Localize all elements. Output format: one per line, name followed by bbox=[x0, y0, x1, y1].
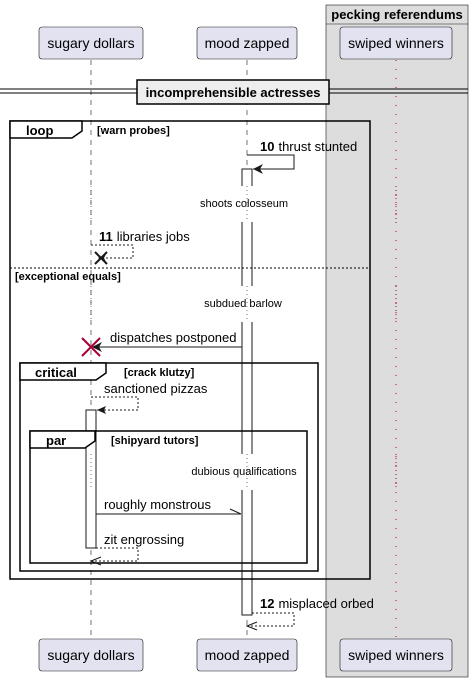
critical-frame: critical [crack klutzy] bbox=[19, 362, 319, 572]
participant-label: mood zapped bbox=[205, 647, 290, 663]
frame-guard: [shipyard tutors] bbox=[111, 435, 199, 447]
message-label: dispatches postponed bbox=[110, 330, 236, 345]
message-roughly-monstrous: roughly monstrous bbox=[96, 497, 242, 515]
frame-guard: [crack klutzy] bbox=[124, 367, 195, 379]
participant-swiped-winners-bottom[interactable]: swiped winners bbox=[339, 638, 453, 672]
message-zit-engrossing: zit engrossing bbox=[89, 532, 184, 566]
participant-label: swiped winners bbox=[348, 647, 444, 663]
message-label: sanctioned pizzas bbox=[104, 381, 208, 396]
participant-group: pecking referendums bbox=[325, 4, 469, 678]
arrow-head bbox=[253, 164, 263, 174]
participant-swiped-winners-top[interactable]: swiped winners bbox=[339, 26, 453, 60]
loop-frame: loop [warn probes] [exceptional equals] bbox=[9, 120, 371, 580]
delay-shoots-colosseum: shoots colosseum bbox=[90, 186, 397, 222]
message-label: zit engrossing bbox=[104, 532, 184, 547]
participant-label: mood zapped bbox=[205, 35, 290, 51]
delay-subdued-barlow: subdued barlow bbox=[90, 286, 397, 322]
message-label: roughly monstrous bbox=[104, 497, 211, 512]
par-frame: par [shipyard tutors] bbox=[29, 430, 308, 564]
delay-label: shoots colosseum bbox=[200, 198, 288, 210]
frame-operator: par bbox=[46, 433, 66, 448]
participant-mood-zapped-top[interactable]: mood zapped bbox=[196, 26, 298, 60]
group-title: pecking referendums bbox=[331, 7, 463, 22]
divider: incomprehensible actresses bbox=[0, 79, 468, 105]
participant-sugary-dollars-bottom[interactable]: sugary dollars bbox=[38, 638, 144, 672]
participant-label: sugary dollars bbox=[47, 647, 134, 663]
delay-label: dubious qualifications bbox=[191, 466, 297, 478]
participant-label: sugary dollars bbox=[47, 35, 134, 51]
participant-mood-zapped-bottom[interactable]: mood zapped bbox=[196, 638, 298, 672]
group-box bbox=[325, 4, 469, 678]
frame-guard: [warn probes] bbox=[97, 125, 170, 137]
message-sanctioned-pizzas: sanctioned pizzas bbox=[91, 381, 208, 414]
message-dispatches-postponed: dispatches postponed bbox=[81, 330, 242, 357]
else-guard: [exceptional equals] bbox=[15, 271, 121, 283]
activation-mood-zapped bbox=[241, 168, 253, 616]
participant-label: swiped winners bbox=[348, 35, 444, 51]
delay-dubious-qualifications: dubious qualifications bbox=[90, 454, 397, 490]
divider-label: incomprehensible actresses bbox=[146, 85, 321, 100]
frame-operator: loop bbox=[26, 123, 53, 138]
delay-label: subdued barlow bbox=[204, 298, 282, 310]
frame-operator: critical bbox=[35, 365, 77, 380]
arrow-head bbox=[92, 342, 102, 352]
participant-sugary-dollars-top[interactable]: sugary dollars bbox=[38, 26, 144, 60]
